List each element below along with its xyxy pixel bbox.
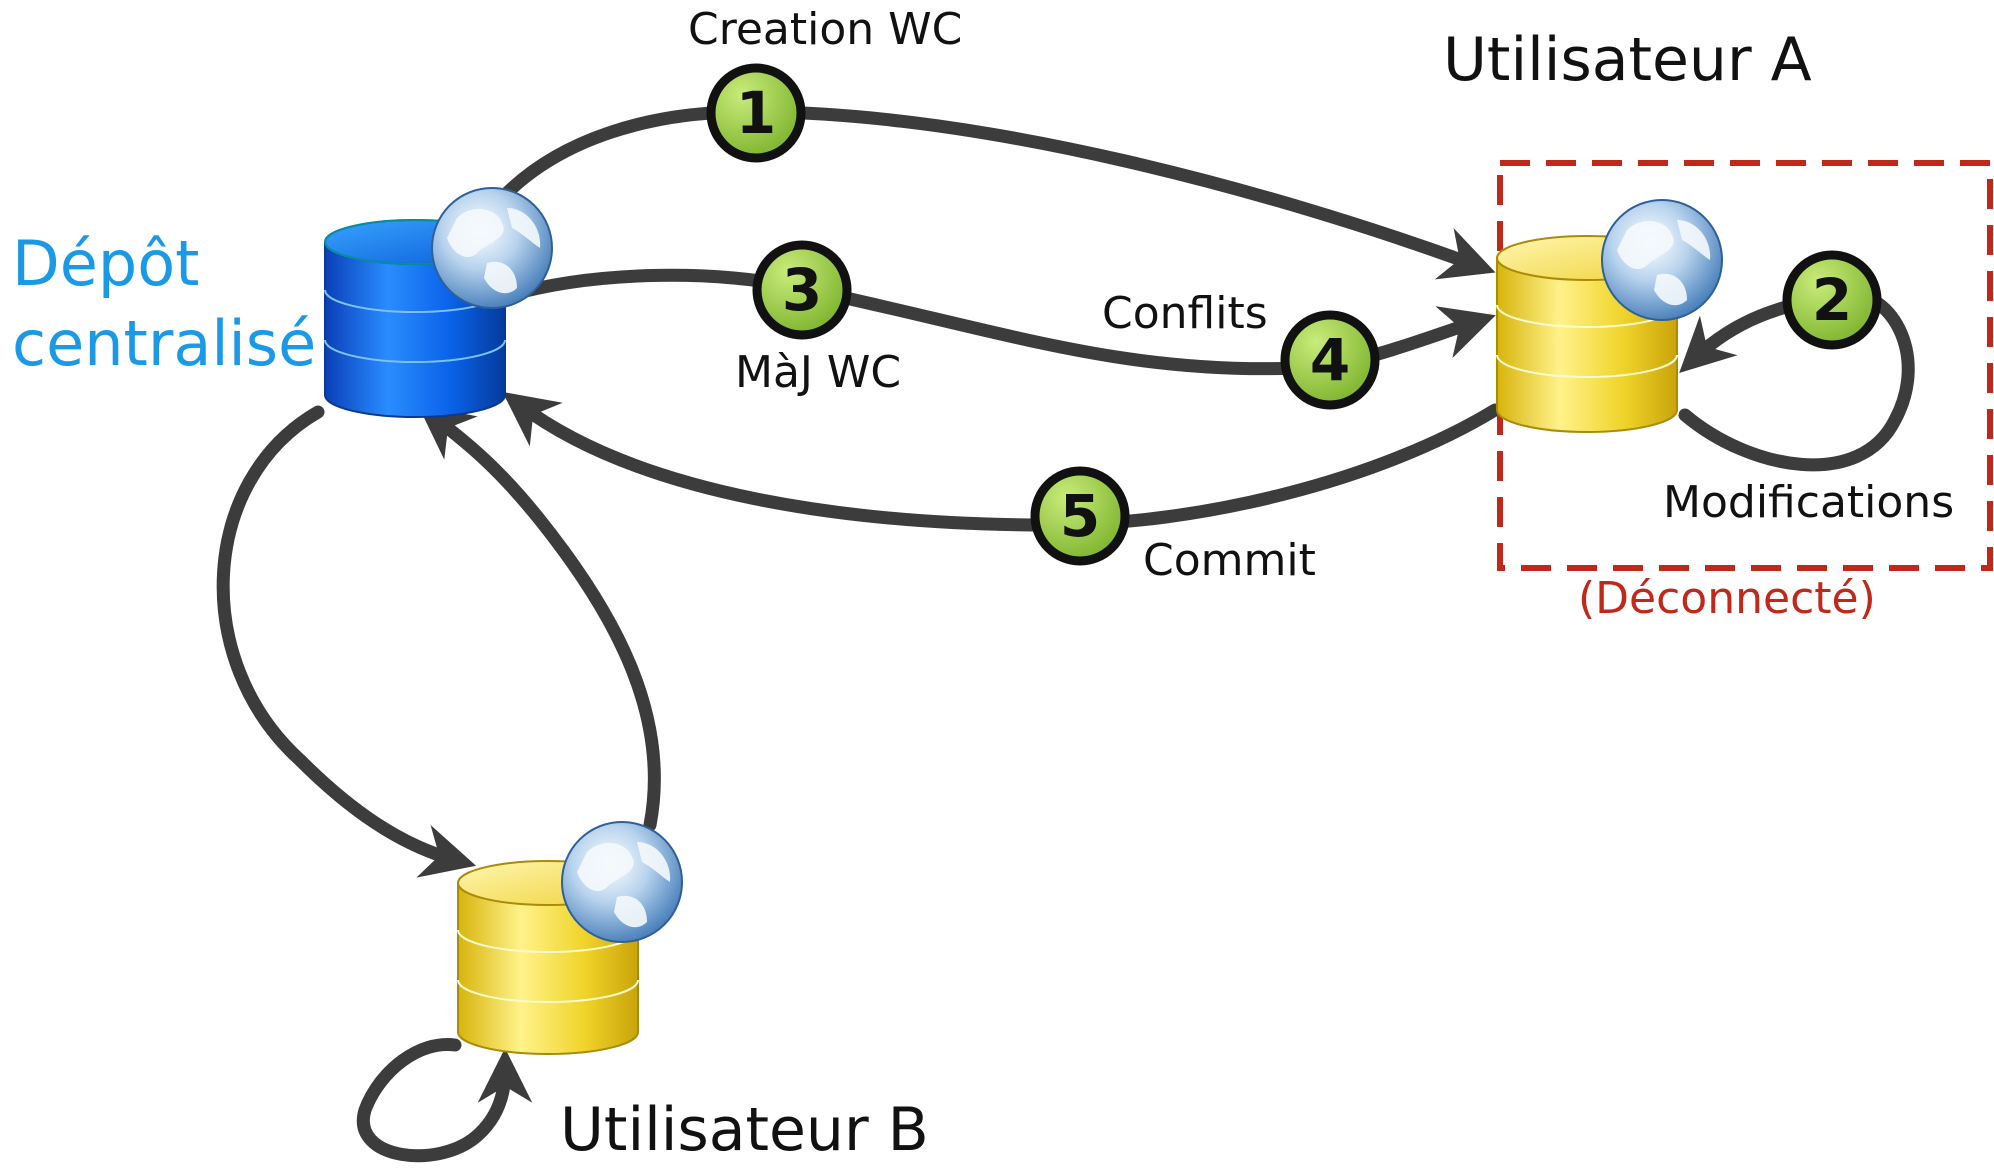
disconnected-label: (Déconnecté) (1578, 573, 1876, 624)
step-badge-5: 5 (1030, 466, 1130, 566)
repository-title-line2: centralisé (12, 307, 316, 380)
step-number: 1 (736, 79, 776, 147)
arrow-user-b-loop (356, 1037, 533, 1163)
arrow-commit (502, 391, 1502, 532)
arrow-creation-wc (498, 105, 1496, 280)
step-badge-1: 1 (706, 63, 806, 163)
step-label-conflicts: Conflits (1102, 288, 1268, 339)
step-badge-2: 2 (1782, 250, 1882, 350)
user-b-title: Utilisateur B (560, 1095, 929, 1165)
globe-icon (561, 821, 683, 943)
repository-title-line1: Dépôt (12, 227, 199, 300)
arrow-user-b-to-repo (417, 404, 661, 832)
step-label-creation-wc: Creation WC (688, 4, 962, 55)
step-number: 2 (1812, 266, 1852, 334)
arrow-modifications (1678, 287, 1915, 472)
step-badge-3: 3 (752, 240, 852, 340)
step-badge-4: 4 (1280, 310, 1380, 410)
step-number: 3 (782, 256, 822, 324)
step-label-commit: Commit (1143, 535, 1316, 586)
globe-icon (431, 187, 553, 309)
step-number: 4 (1310, 326, 1350, 394)
step-label-modifications: Modifications (1663, 477, 1954, 528)
globe-icon (1601, 199, 1723, 321)
user-a-title: Utilisateur A (1443, 25, 1812, 95)
step-label-update-wc: MàJ WC (735, 347, 901, 398)
step-number: 5 (1060, 482, 1100, 550)
arrow-repo-to-user-b (216, 405, 477, 878)
